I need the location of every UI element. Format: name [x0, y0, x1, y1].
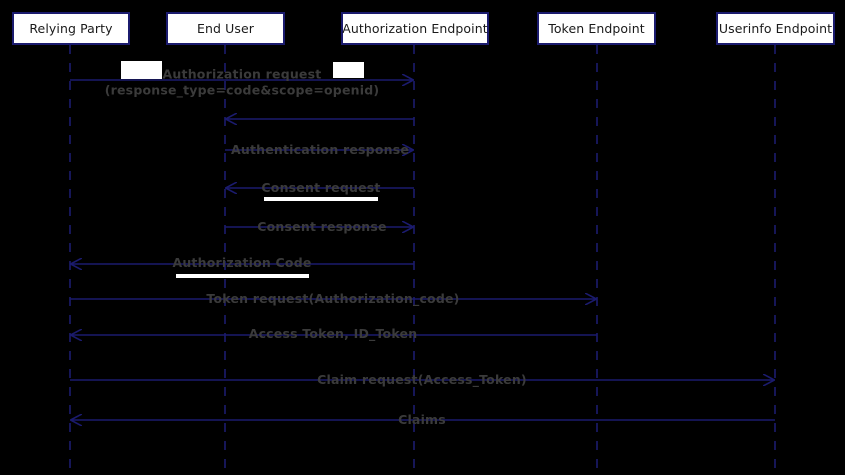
participant-box-userinfo-endpoint[interactable]: Userinfo Endpoint: [716, 12, 835, 45]
white-patch-patch-underline-consent-request: [264, 197, 378, 201]
message-label-line1: Access Token, ID_Token: [248, 326, 418, 342]
participant-label: Authorization Endpoint: [342, 21, 488, 36]
message-label-token-request: Token request(Authorization_code): [206, 291, 459, 307]
message-label-authorization-code: Authorization Code: [172, 255, 311, 271]
participant-box-relying-party[interactable]: Relying Party: [12, 12, 130, 45]
message-label-line1: Authentication response: [230, 142, 410, 158]
message-label-line1: Consent response: [257, 219, 387, 235]
white-patch-patch-2: [333, 62, 364, 78]
message-label-line1: Token request(Authorization_code): [206, 291, 460, 307]
message-label-line1: Claims: [398, 412, 446, 428]
message-label-claims: Claims: [398, 412, 446, 428]
participant-label: End User: [196, 21, 255, 36]
participant-box-token-endpoint[interactable]: Token Endpoint: [537, 12, 656, 45]
message-label-line1: Authorization request: [162, 66, 322, 82]
message-label-line1: Authorization Code: [172, 255, 312, 271]
message-label-claim-request: Claim request(Access_Token): [317, 372, 527, 388]
message-arrows-group: [70, 80, 775, 420]
message-label-authentication-response: Authentication response: [231, 142, 409, 158]
message-label-consent-response: Consent response: [257, 219, 386, 235]
white-patch-patch-1: [121, 61, 162, 79]
message-label-consent-request: Consent request: [261, 180, 380, 196]
participant-label: Userinfo Endpoint: [718, 21, 833, 36]
message-label-authorization-request: Authorization request(response_type=code…: [105, 66, 380, 97]
message-label-line1: Consent request: [261, 180, 381, 196]
participant-label: Relying Party: [29, 21, 113, 36]
message-label-line1: Claim request(Access_Token): [317, 372, 527, 388]
message-label-access-token-id-token: Access Token, ID_Token: [249, 326, 418, 342]
participant-box-authorization-endpoint[interactable]: Authorization Endpoint: [341, 12, 489, 45]
message-label-line2: (response_type=code&scope=openid): [104, 82, 380, 97]
participant-box-end-user[interactable]: End User: [166, 12, 285, 45]
participant-label: Token Endpoint: [548, 21, 645, 36]
white-patch-patch-underline-authorization-code: [176, 274, 309, 278]
